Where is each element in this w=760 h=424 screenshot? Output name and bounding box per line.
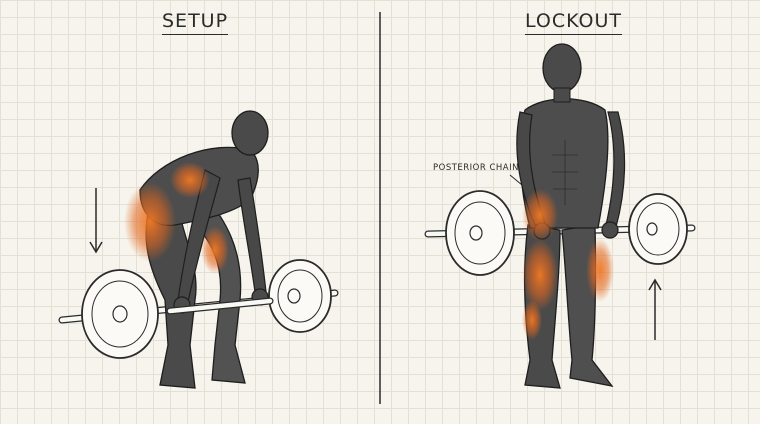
lockout-highlight-posterior-chain (522, 189, 614, 340)
setup-figure (58, 110, 339, 389)
setup-title: SETUP (162, 10, 229, 35)
posterior-chain-label: POSTERIOR CHAIN (433, 163, 519, 173)
lockout-title: LOCKOUT (525, 10, 623, 35)
lockout-barbell (424, 190, 696, 276)
lockout-plate-left (445, 190, 515, 276)
lockout-figure (424, 43, 696, 389)
lockout-head (542, 43, 582, 93)
setup-plate-left (81, 269, 159, 359)
arrow-down-icon (89, 188, 103, 254)
lockout-plate-right (628, 193, 688, 265)
setup-head (231, 110, 269, 156)
arrow-up-icon (648, 278, 662, 340)
setup-barbell (58, 259, 339, 359)
setup-highlight-posterior-chain (124, 162, 229, 274)
